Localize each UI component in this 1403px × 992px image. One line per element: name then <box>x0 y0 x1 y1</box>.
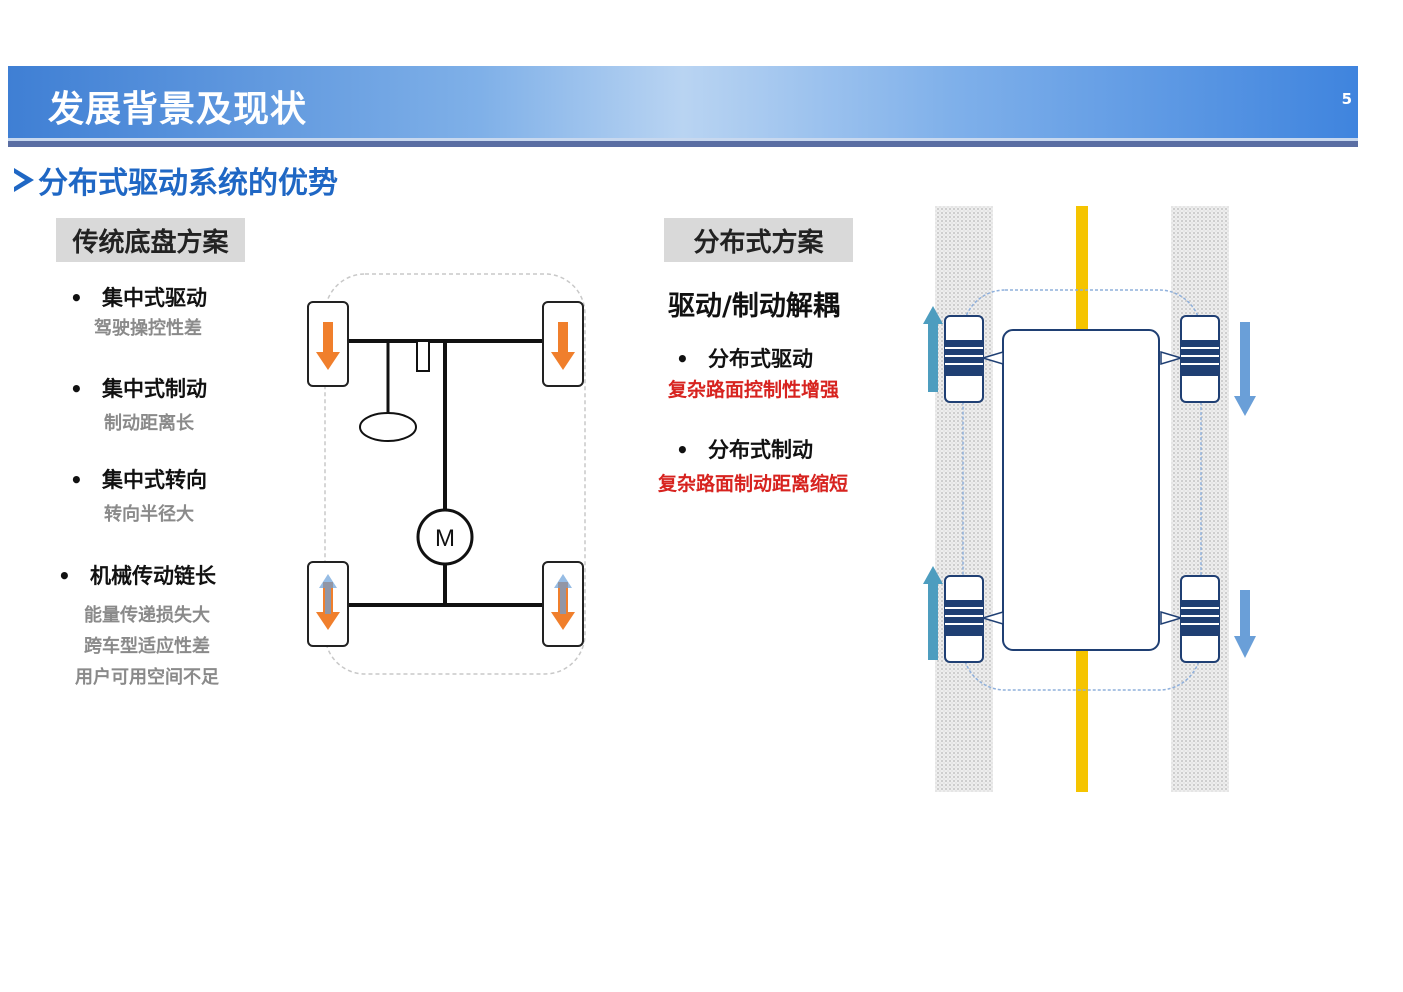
distributed-label: 分布式方案 <box>664 218 853 262</box>
motor-label: M <box>435 525 455 552</box>
header-banner: 发展背景及现状 5 <box>8 66 1358 138</box>
up-arrow-icon <box>923 566 943 660</box>
traditional-item-1-desc: 驾驶操控性差 <box>94 318 202 339</box>
distributed-item-2-desc: 复杂路面制动距离缩短 <box>658 473 849 495</box>
bullet-dot-icon: • <box>70 468 83 492</box>
hub-motor-rear-right <box>1160 575 1220 663</box>
traditional-item-4-desc-2: 跨车型适应性差 <box>84 636 210 657</box>
steering-link <box>416 340 430 372</box>
bullet-dot-icon: • <box>676 438 689 462</box>
page-title: 发展背景及现状 <box>48 89 308 130</box>
header-divider-light <box>8 138 1358 141</box>
drive-arrow-icon <box>551 322 575 370</box>
brake-arrow-icon <box>554 574 572 614</box>
bullet-dot-icon: • <box>70 286 83 310</box>
road-edge-right <box>1171 206 1229 792</box>
traditional-item-1: •集中式驱动 <box>70 286 207 310</box>
section-title-text: 分布式驱动系统的优势 <box>38 166 338 201</box>
motor-symbol <box>416 508 474 566</box>
chassis-outline <box>324 273 586 675</box>
decouple-heading: 驱动/制动解耦 <box>668 291 840 322</box>
traditional-item-4-desc-1: 能量传递损失大 <box>84 605 210 626</box>
distributed-item-2: •分布式制动 <box>676 438 813 462</box>
hub-motor-front-left <box>944 315 1004 403</box>
distributed-item-1-desc: 复杂路面控制性增强 <box>668 379 840 401</box>
page-number: 5 <box>1341 90 1352 108</box>
wheel-rear-right <box>542 561 584 647</box>
header-divider <box>8 141 1358 147</box>
traditional-item-2: •集中式制动 <box>70 377 207 401</box>
drive-arrow-icon <box>316 322 340 370</box>
wheel-front-left <box>307 301 349 387</box>
traditional-chassis-diagram: M <box>307 273 586 675</box>
traditional-item-4: •机械传动链长 <box>58 564 216 588</box>
road-edge-left <box>935 206 993 792</box>
up-arrow-icon <box>923 306 943 392</box>
traditional-item-3: •集中式转向 <box>70 468 207 492</box>
hub-motor-front-right <box>1160 315 1220 403</box>
down-arrow-icon <box>1234 590 1256 658</box>
traditional-item-3-desc: 转向半径大 <box>104 504 194 525</box>
bullet-dot-icon: • <box>58 564 71 588</box>
wheel-rear-left <box>307 561 349 647</box>
section-title: 分布式驱动系统的优势 <box>14 158 338 202</box>
wheel-front-right <box>542 301 584 387</box>
bullet-dot-icon: • <box>676 347 689 371</box>
down-arrow-icon <box>1234 322 1256 416</box>
traditional-item-2-desc: 制动距离长 <box>104 413 194 434</box>
vehicle-body <box>1002 329 1160 651</box>
steering-wheel <box>359 412 417 442</box>
traditional-label: 传统底盘方案 <box>56 218 245 262</box>
distributed-item-1: •分布式驱动 <box>676 347 813 371</box>
distributed-chassis-diagram <box>923 206 1256 792</box>
arrow-bullet-icon <box>14 168 34 192</box>
brake-arrow-icon <box>319 574 337 614</box>
bullet-dot-icon: • <box>70 377 83 401</box>
hub-motor-rear-left <box>944 575 1004 663</box>
vehicle-outline <box>962 289 1202 691</box>
traditional-item-4-desc-3: 用户可用空间不足 <box>75 667 219 688</box>
